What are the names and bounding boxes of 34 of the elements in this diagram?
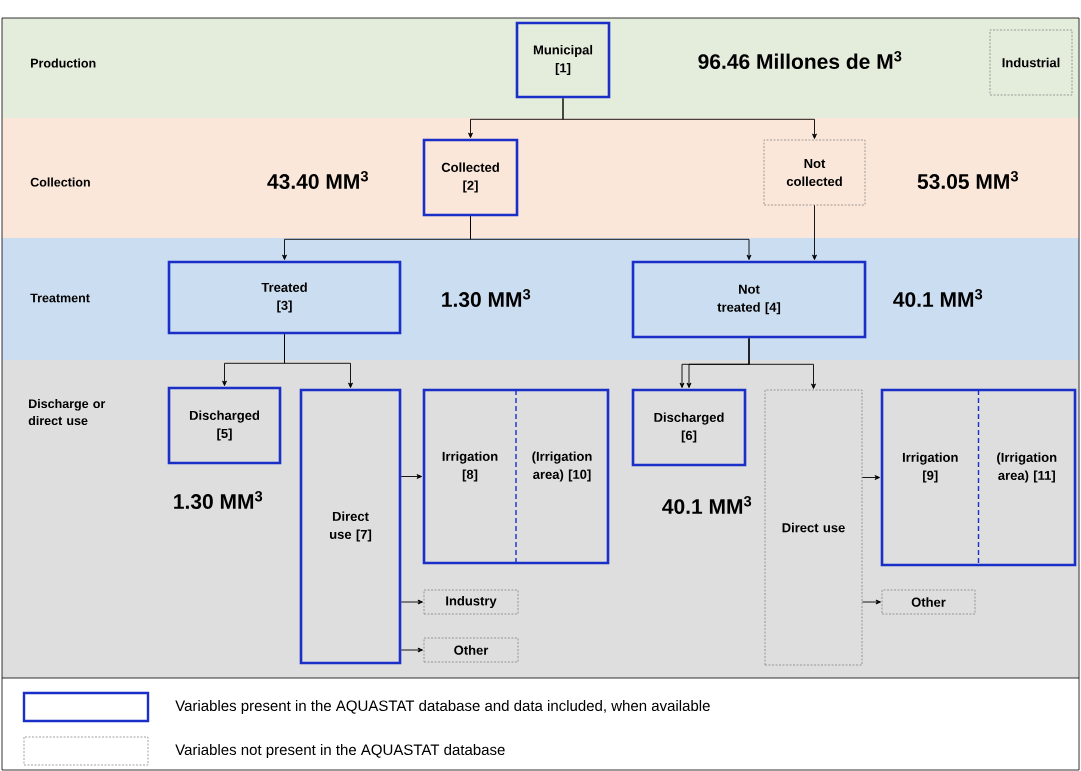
- quantity-label: 40.1 MM$^{3}$: [662, 496, 752, 514]
- process-box: Discharged [5]: [167, 386, 282, 465]
- quantity-label: 96.46 Millones de M$^{3}$: [698, 51, 902, 69]
- quantity-label: 1.30 MM$^{3}$: [174, 491, 263, 509]
- arrow: [400, 647, 423, 653]
- arrow: [861, 475, 881, 480]
- process-box: Direct use [7]: [299, 388, 402, 665]
- arrow: [812, 204, 817, 260]
- arrow: [400, 599, 423, 605]
- process-box: Other: [881, 589, 976, 615]
- process-box: Irrigation [9] (Irrigation area) [11]: [880, 388, 1077, 567]
- arrow: [400, 474, 422, 479]
- process-box: Municipal [1]: [515, 21, 611, 99]
- process-box: Not collected: [763, 139, 866, 206]
- process-box: Other: [423, 637, 519, 663]
- arrow: [284, 333, 353, 388]
- quantity-label: 1.30 MM$^{3}$: [442, 289, 531, 307]
- arrow: [470, 215, 752, 260]
- process-box: Collected [2]: [422, 138, 519, 217]
- process-box: Discharged [6]: [631, 388, 747, 467]
- process-box: Treated [3]: [167, 260, 402, 335]
- arrow: [562, 97, 817, 139]
- legend-text: Variables present in the AQUASTAT database and data included, when available: [175, 700, 710, 714]
- arrow: [748, 337, 816, 389]
- quantity-label: 43.40 MM$^{3}$: [267, 171, 368, 189]
- arrow: [861, 599, 881, 605]
- process-box: Industrial: [989, 29, 1073, 96]
- quantity-label: 53.05 MM$^{3}$: [917, 171, 1018, 189]
- process-box: Industry: [423, 589, 519, 615]
- legend-text: Variables not present in the AQUASTAT database: [175, 744, 505, 758]
- process-box: Direct use: [764, 389, 863, 666]
- process-box: Irrigation [8] (Irrigation area) [10]: [422, 388, 610, 565]
- quantity-label: 40.1 MM$^{3}$: [893, 289, 983, 307]
- process-box: Not treated [4]: [631, 260, 867, 339]
